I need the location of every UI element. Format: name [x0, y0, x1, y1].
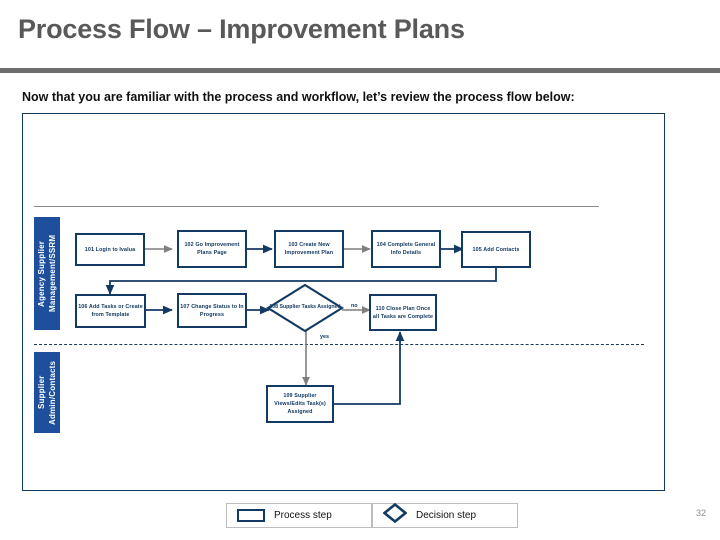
flow-node-108[interactable]: 108 Supplier Tasks Assigned — [266, 283, 344, 333]
intro-text: Now that you are familiar with the proce… — [22, 90, 575, 104]
lane-top-divider — [34, 206, 599, 207]
legend-item-process: Process step — [226, 503, 372, 528]
edge-label-no: no — [351, 303, 358, 309]
flow-node-103[interactable]: 103 Create New Improvement Plan — [274, 230, 344, 268]
lane-separator-dashed — [34, 344, 644, 345]
legend-label-process: Process step — [274, 510, 332, 521]
flow-node-105[interactable]: 105 Add Contacts — [461, 231, 531, 268]
flow-node-110[interactable]: 110 Close Plan Once all Tasks are Comple… — [369, 294, 437, 331]
decision-step-icon — [382, 502, 408, 528]
swimlane-label-agency: Agency Supplier Management/SSRM — [34, 217, 60, 330]
page-title: Process Flow – Improvement Plans — [18, 14, 465, 44]
flow-node-101[interactable]: 101 Login to Ivalua — [75, 233, 145, 266]
legend-item-decision: Decision step — [372, 502, 518, 528]
flow-node-102[interactable]: 102 Go Improvement Plans Page — [177, 230, 247, 268]
legend: Process step Decision step — [226, 502, 518, 528]
flow-node-107[interactable]: 107 Change Status to In Progress — [177, 293, 247, 328]
flow-node-106[interactable]: 106 Add Tasks or Create from Template — [75, 294, 146, 328]
edge-label-yes: yes — [320, 334, 329, 340]
title-divider — [0, 68, 720, 73]
process-step-icon — [237, 509, 265, 522]
page-number: 32 — [695, 508, 706, 518]
flow-node-104[interactable]: 104 Complete General Info Details — [371, 230, 441, 268]
swimlane-label-supplier: Supplier Admin/Contacts — [34, 352, 60, 433]
legend-label-decision: Decision step — [416, 510, 477, 521]
flow-node-109[interactable]: 109 Supplier Views/Edits Task(s) Assigne… — [266, 385, 334, 423]
